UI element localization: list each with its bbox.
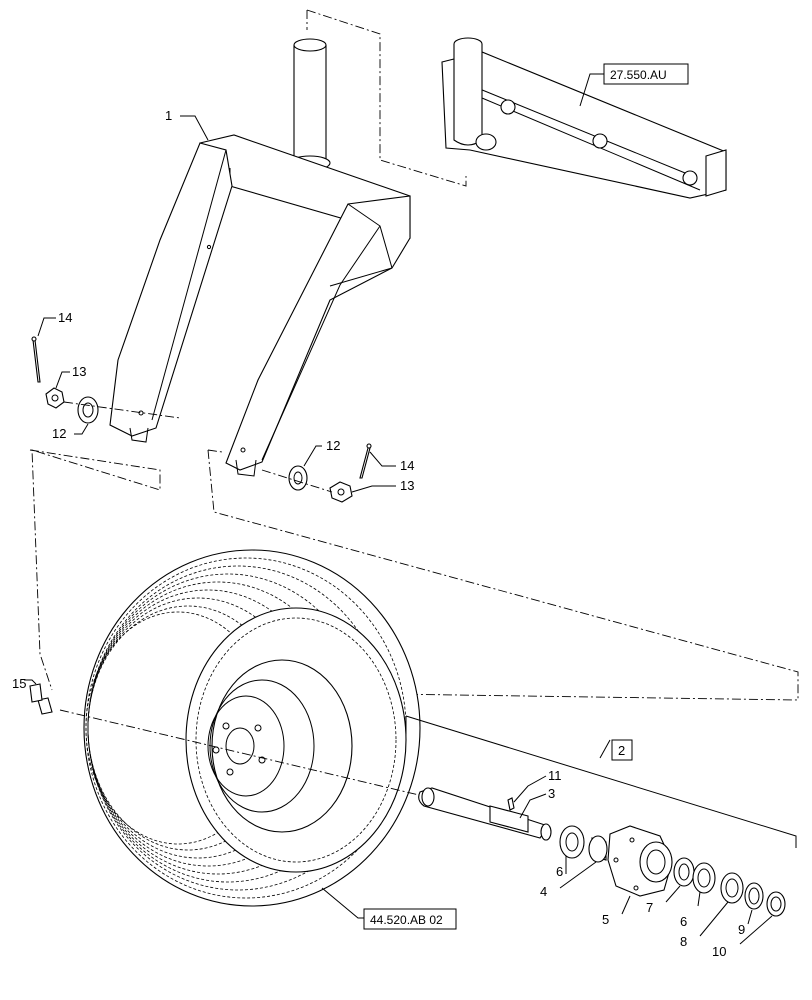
callout-1: 1: [165, 108, 172, 123]
callout-3: 3: [548, 786, 555, 801]
wheel-ref-box[interactable]: 44.520.AB 02: [363, 908, 457, 930]
callout-2: 2: [618, 743, 625, 758]
callout-12a: 12: [52, 426, 66, 441]
spindle-assembly: [418, 775, 786, 945]
frame-arm-assembly: [441, 37, 727, 199]
wheel-assembly: [59, 549, 441, 907]
callout-6b: 6: [680, 914, 687, 929]
callout-12b: 12: [326, 438, 340, 453]
callout-8: 8: [680, 934, 687, 949]
callout-14b: 14: [400, 458, 414, 473]
frame-ref-box[interactable]: 27.550.AU: [603, 63, 689, 85]
callout-10: 10: [712, 944, 726, 959]
callout-7: 7: [646, 900, 653, 915]
callout-5: 5: [602, 912, 609, 927]
group-2-box[interactable]: 2: [611, 739, 633, 761]
callout-6a: 6: [556, 864, 563, 879]
wheel-ref-label: 44.520.AB 02: [370, 913, 443, 927]
right-hardware: [261, 443, 396, 503]
callout-15: 15: [12, 676, 26, 691]
callout-9: 9: [738, 922, 745, 937]
callout-13b: 13: [400, 478, 414, 493]
callout-14a: 14: [58, 310, 72, 325]
callout-11: 11: [548, 768, 562, 783]
fork-assembly: [109, 38, 411, 477]
frame-ref-label: 27.550.AU: [610, 68, 667, 82]
callout-13a: 13: [72, 364, 86, 379]
wheel-bolt: [24, 679, 53, 715]
callout-4: 4: [540, 884, 547, 899]
left-hardware: [31, 317, 181, 435]
